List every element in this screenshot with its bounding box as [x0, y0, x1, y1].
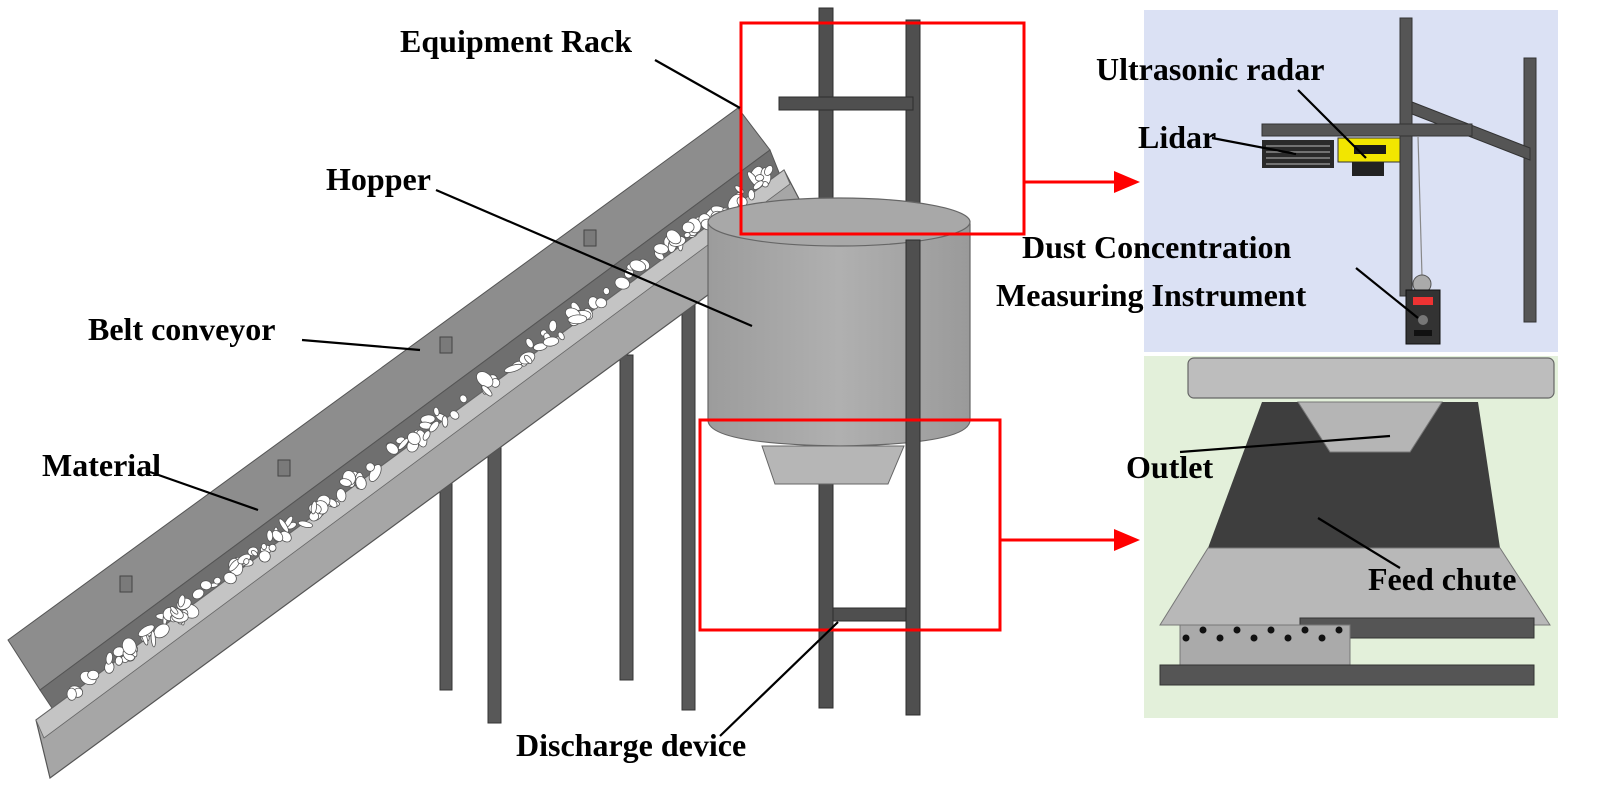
rock — [355, 475, 367, 490]
rock — [170, 606, 179, 615]
rock — [407, 431, 421, 446]
rock — [476, 371, 494, 388]
label-feed-chute: Feed chute — [1368, 561, 1516, 597]
rock — [266, 529, 274, 542]
rock — [87, 669, 100, 681]
material-rocks — [66, 165, 774, 701]
rock — [278, 518, 289, 533]
rock — [428, 420, 440, 433]
rock — [250, 550, 258, 557]
rock — [548, 319, 558, 333]
rock — [567, 314, 588, 325]
highlight-box-discharge — [698, 418, 1002, 632]
rock — [747, 189, 756, 201]
rock — [177, 594, 186, 608]
lidar-device — [1262, 140, 1334, 168]
label-ultrasonic-radar: Ultrasonic radar — [1096, 51, 1324, 87]
label-discharge-device: Discharge device — [516, 727, 746, 763]
rock — [557, 331, 565, 341]
rock — [441, 415, 449, 428]
rock — [336, 488, 347, 503]
rock — [481, 385, 493, 397]
rock — [433, 406, 440, 417]
rock — [150, 630, 156, 648]
rock — [271, 530, 284, 542]
label-equipment-rack: Equipment Rack — [400, 23, 632, 59]
ultrasonic-radar-device — [1337, 137, 1401, 176]
rock — [449, 410, 460, 420]
rock — [629, 259, 647, 272]
rock — [223, 572, 237, 585]
text-labels: Equipment Rack Hopper Belt conveyor Mate… — [42, 23, 1516, 763]
rock — [114, 655, 123, 666]
rock — [121, 637, 137, 655]
rock — [268, 543, 277, 552]
rock — [459, 394, 468, 404]
sensor-detail-panel — [1144, 10, 1558, 352]
label-dust-line1: Dust Concentration — [1022, 229, 1292, 265]
rock — [105, 651, 113, 665]
rock — [258, 550, 271, 563]
conveyor-supports — [439, 284, 696, 724]
label-belt-conveyor: Belt conveyor — [88, 311, 276, 347]
rock — [681, 221, 695, 233]
rock — [385, 442, 399, 455]
rock — [525, 338, 534, 349]
rock — [339, 478, 352, 487]
leader-lines — [149, 59, 1419, 737]
arrow-to-sensors — [1024, 171, 1140, 193]
label-hopper: Hopper — [326, 161, 431, 197]
rock — [764, 165, 774, 176]
rock — [666, 229, 682, 245]
rock — [504, 363, 523, 373]
rock — [542, 336, 560, 347]
outlet-detail-panel — [1144, 356, 1558, 718]
rock — [310, 500, 318, 515]
rock — [297, 520, 313, 528]
label-dust-line2: Measuring Instrument — [996, 277, 1307, 313]
rock — [614, 276, 631, 290]
rock — [213, 576, 222, 585]
rock — [260, 543, 267, 551]
rock — [200, 580, 212, 591]
label-material: Material — [42, 447, 161, 483]
rock — [192, 588, 205, 600]
rock — [422, 430, 431, 441]
rock — [524, 354, 533, 364]
rack-upright-front — [905, 239, 921, 716]
rock — [137, 624, 155, 637]
dust-instrument-device — [1405, 135, 1441, 345]
rock — [595, 297, 608, 309]
label-outlet: Outlet — [1126, 449, 1213, 485]
rock — [753, 180, 764, 190]
rock — [365, 462, 375, 472]
highlight-box-sensors — [739, 21, 1026, 236]
rock — [243, 558, 250, 565]
rock — [66, 687, 77, 701]
rock — [602, 287, 610, 295]
hopper — [707, 197, 971, 485]
label-lidar: Lidar — [1138, 119, 1216, 155]
arrow-to-outlet — [1000, 529, 1140, 551]
